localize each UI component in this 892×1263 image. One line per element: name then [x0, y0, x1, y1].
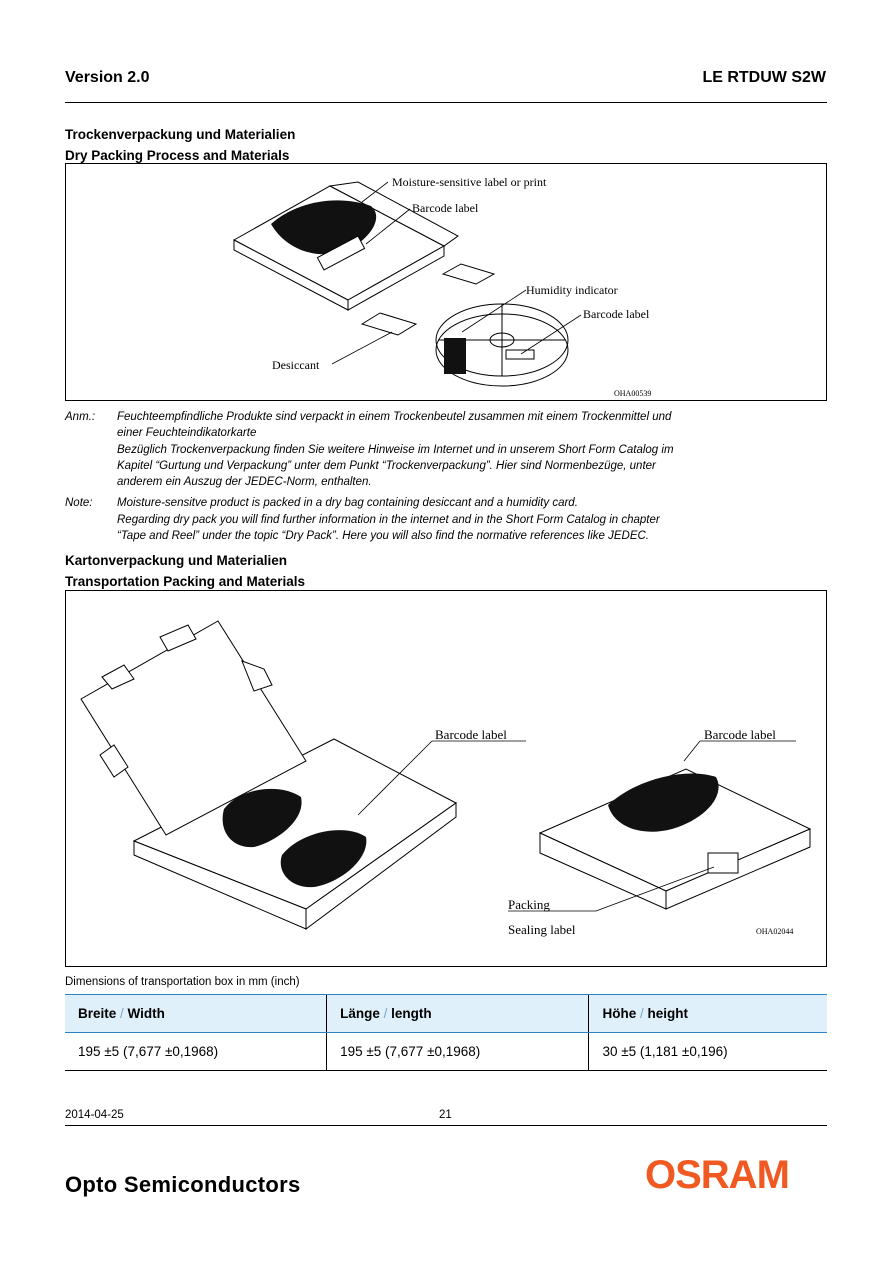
transport-title-de: Kartonverpackung und Materialien: [65, 553, 288, 568]
footer-rule: [65, 1125, 827, 1126]
dimensions-caption: Dimensions of transportation box in mm (…: [65, 976, 300, 988]
anm-line: anderem ein Auszug der JEDEC-Norm, entha…: [117, 476, 372, 488]
desiccant-pack-2: [360, 312, 418, 336]
value-width: 195 ±5 (7,677 ±0,1968): [65, 1032, 327, 1071]
reel-barcode-label: [505, 349, 535, 360]
packing-text: Packing: [508, 897, 550, 912]
humidity-card: [444, 338, 466, 374]
transport-drawing: Barcode label Barcode label Packing Seal…: [80, 620, 812, 937]
closed-box-label-print: [608, 773, 719, 832]
dimensions-header-row: Breite / Width Länge / length Höhe / hei…: [65, 994, 827, 1033]
barcode-reel-text: Barcode label: [583, 307, 650, 321]
transport-figure: Barcode label Barcode label Packing Seal…: [65, 590, 827, 967]
dry-figure-id: OHA00539: [614, 389, 651, 398]
dimensions-table: Breite / Width Länge / length Höhe / hei…: [65, 994, 827, 1071]
dry-pack-title-en: Dry Packing Process and Materials: [65, 148, 290, 163]
anm-line: Kapitel “Gurtung und Verpackung” unter d…: [117, 460, 656, 472]
page-number: 21: [439, 1109, 452, 1121]
note-label: Note:: [65, 497, 93, 509]
anm-line: Feuchteempfindliche Produkte sind verpac…: [117, 411, 672, 423]
sealing-text: Sealing label: [508, 922, 576, 937]
anm-line: Bezüglich Trockenverpackung finden Sie w…: [117, 444, 674, 456]
header-length: Länge / length: [326, 994, 589, 1033]
anm-label: Anm.:: [65, 411, 96, 423]
open-box-label-print-2: [280, 830, 367, 888]
sealing-label: [707, 852, 739, 874]
anm-line: einer Feuchteindikatorkarte: [117, 427, 257, 439]
barcode-closed-text: Barcode label: [704, 727, 776, 742]
humidity-text: Humidity indicator: [526, 283, 618, 297]
open-box-label-print-1: [222, 788, 302, 848]
desiccant-text: Desiccant: [272, 358, 320, 372]
note-line: “Tape and Reel” under the topic “Dry Pac…: [117, 530, 650, 542]
barcode-bag-text: Barcode label: [412, 201, 479, 215]
dimensions-value-row: 195 ±5 (7,677 ±0,1968) 195 ±5 (7,677 ±0,…: [65, 1032, 827, 1071]
transport-title-en: Transportation Packing and Materials: [65, 574, 306, 589]
division-name: Opto Semiconductors: [65, 1172, 301, 1197]
header-rule: [65, 102, 827, 103]
moisture-label-text: Moisture-sensitive label or print: [392, 175, 547, 189]
value-length: 195 ±5 (7,677 ±0,1968): [326, 1032, 589, 1071]
dry-pack-drawing: Moisture-sensitive label or print Barcod…: [232, 175, 651, 398]
value-height: 30 ±5 (1,181 ±0,196): [588, 1032, 827, 1071]
header-height: Höhe / height: [588, 994, 827, 1033]
footer-date: 2014-04-25: [65, 1109, 124, 1121]
dry-pack-title-de: Trockenverpackung und Materialien: [65, 127, 296, 142]
osram-logo: OSRAM: [645, 1153, 790, 1197]
product-code: LE RTDUW S2W: [702, 69, 826, 86]
bag-barcode-label: [316, 235, 366, 271]
barcode-open-text: Barcode label: [435, 727, 507, 742]
note-line: Moisture-sensitve product is packed in a…: [117, 497, 578, 509]
desiccant-pack-1: [441, 263, 496, 285]
transport-figure-id: OHA02044: [756, 927, 793, 936]
note-line: Regarding dry pack you will find further…: [117, 514, 660, 526]
header-width: Breite / Width: [65, 994, 327, 1033]
version-label: Version 2.0: [65, 69, 150, 86]
dry-pack-figure: Moisture-sensitive label or print Barcod…: [65, 163, 827, 401]
